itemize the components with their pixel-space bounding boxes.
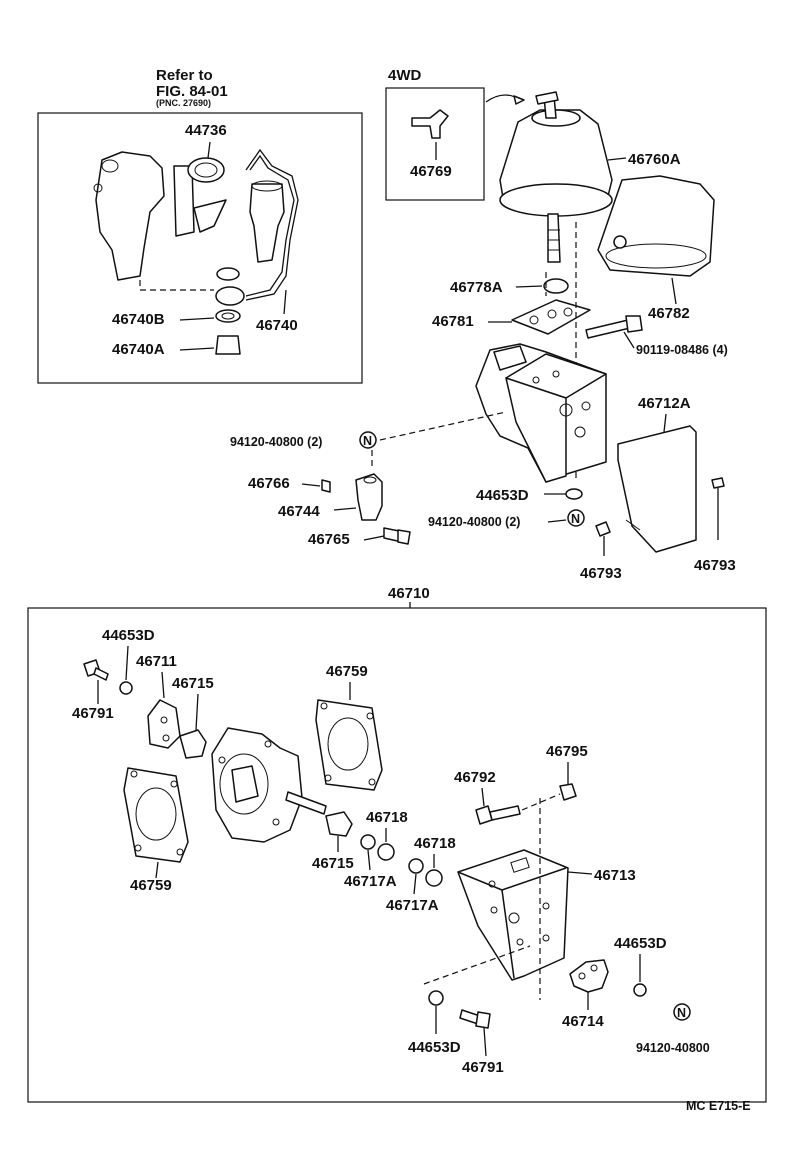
part-number-46714: 46714: [562, 1013, 604, 1030]
part-number-46766: 46766: [248, 475, 290, 492]
washer-46717A-b-part: [408, 858, 424, 874]
part-number-46710: 46710: [388, 585, 430, 602]
banjo-union-part: [215, 286, 245, 306]
part-number-46793-right: 46793: [694, 557, 736, 574]
drawing-code: MC E715-E: [686, 1099, 751, 1113]
vacuum-hose-part: [411, 109, 449, 139]
clamp-band-part: [187, 157, 225, 183]
assembly-frame: [27, 607, 767, 1103]
part-number-44653D-c: 44653D: [614, 935, 667, 952]
part-number-44653D-b: 44653D: [102, 627, 155, 644]
washer-44653D-a-part: [565, 488, 583, 500]
washer-46718-b-part: [425, 869, 443, 887]
part-number-46712A: 46712A: [638, 395, 691, 412]
washer-44653D-b-part: [119, 681, 133, 695]
part-number-46717A-b: 46717A: [386, 897, 439, 914]
part-number-46792: 46792: [454, 769, 496, 786]
part-number-44653D-d: 44653D: [408, 1039, 461, 1056]
side-cover-plate-part: [617, 425, 697, 553]
screw-46793-right-part: [711, 477, 725, 489]
part-number-46781: 46781: [432, 313, 474, 330]
screw-46793-left-part: [595, 521, 611, 537]
washer-44653D-d-part: [428, 990, 444, 1006]
4wd-label: 4WD: [388, 67, 422, 84]
nut-marker-b: [567, 509, 585, 527]
part-number-46759-left: 46759: [130, 877, 172, 894]
4wd-hose-group: 4WD 46769: [385, 67, 525, 201]
part-number-46795: 46795: [546, 743, 588, 760]
part-number-46717A-a: 46717A: [344, 873, 397, 890]
part-number-46791-b: 46791: [462, 1059, 504, 1076]
filter-housing-part: [95, 151, 165, 281]
part-number-46765: 46765: [308, 531, 350, 548]
4wd-frame: [385, 87, 485, 201]
filter-bracket-part: [173, 165, 195, 237]
part-number-90119: 90119-08486 (4): [636, 343, 728, 357]
part-number-46769: 46769: [410, 163, 452, 180]
washer-46718-a-part: [377, 843, 395, 861]
nut-marker-c-letter: N: [677, 1006, 686, 1020]
part-number-46778A: 46778A: [450, 279, 503, 296]
lever-46744-part: [355, 473, 383, 521]
part-number-46715-a: 46715: [172, 675, 214, 692]
part-number-46759-right: 46759: [326, 663, 368, 680]
part-number-46718-b: 46718: [414, 835, 456, 852]
throttle-valve-assembly-group: 46710 46791 44653D 46711 46715 46759: [27, 585, 767, 1103]
refer-to-label: Refer to: [156, 67, 213, 84]
actuator-rod-part: [547, 213, 561, 263]
part-number-46713: 46713: [594, 867, 636, 884]
part-number-46791-a: 46791: [72, 705, 114, 722]
washer-46778A-part: [543, 278, 569, 294]
fuel-pipe-part: [245, 148, 299, 301]
part-number-46740: 46740: [256, 317, 298, 334]
vacuum-actuator-group: 46760A 46782 46778A 46781 90119-08486 (4…: [230, 91, 736, 582]
part-number-94120-c: 94120-40800: [636, 1041, 710, 1055]
pnc-label: (PNC. 27690): [156, 98, 211, 108]
part-number-46711: 46711: [136, 653, 177, 670]
fuel-filter-element-part: [249, 183, 285, 263]
gasket-46759-left-part: [123, 767, 189, 863]
fig-reference-label: FIG. 84-01: [156, 83, 228, 100]
actuator-cover-part: [597, 175, 715, 277]
part-number-46740A: 46740A: [112, 341, 165, 358]
clip-46766-part: [321, 479, 331, 493]
gasket-plate-part: [511, 299, 591, 335]
nut-46795-part: [559, 783, 577, 801]
washer-46717A-a-part: [360, 834, 376, 850]
bushing-46715-b-part: [325, 811, 353, 837]
part-number-46760A: 46760A: [628, 151, 681, 168]
part-number-94120-b: 94120-40800 (2): [428, 515, 520, 529]
part-number-46740B: 46740B: [112, 311, 165, 328]
part-number-44736: 44736: [185, 122, 227, 139]
throttle-shaft-part: [285, 791, 327, 815]
part-number-46793-left: 46793: [580, 565, 622, 582]
part-number-46718-a: 46718: [366, 809, 408, 826]
nut-marker-c: [673, 1003, 691, 1021]
part-number-46715-b: 46715: [312, 855, 354, 872]
washer-44653D-c-part: [633, 983, 647, 997]
part-number-44653D-a: 44653D: [476, 487, 529, 504]
gasket-46759-right-part: [315, 699, 383, 791]
part-number-46744: 46744: [278, 503, 320, 520]
nut-marker-a-letter: N: [363, 434, 372, 448]
fuel-filter-reference-group: Refer to FIG. 84-01 (PNC. 27690) 44736 4…: [37, 67, 363, 384]
bolt-46792-part: [475, 805, 493, 825]
lever-46714-part: [569, 959, 609, 993]
bolt-90119-part: [585, 319, 631, 339]
nut-marker-b-letter: N: [571, 512, 580, 526]
bushing-46715-a-part: [179, 729, 207, 759]
nut-marker-a: [359, 431, 377, 449]
part-number-46782: 46782: [648, 305, 690, 322]
part-number-94120-a: 94120-40800 (2): [230, 435, 322, 449]
reference-frame: [37, 112, 363, 384]
throttle-body-part: [211, 727, 303, 843]
